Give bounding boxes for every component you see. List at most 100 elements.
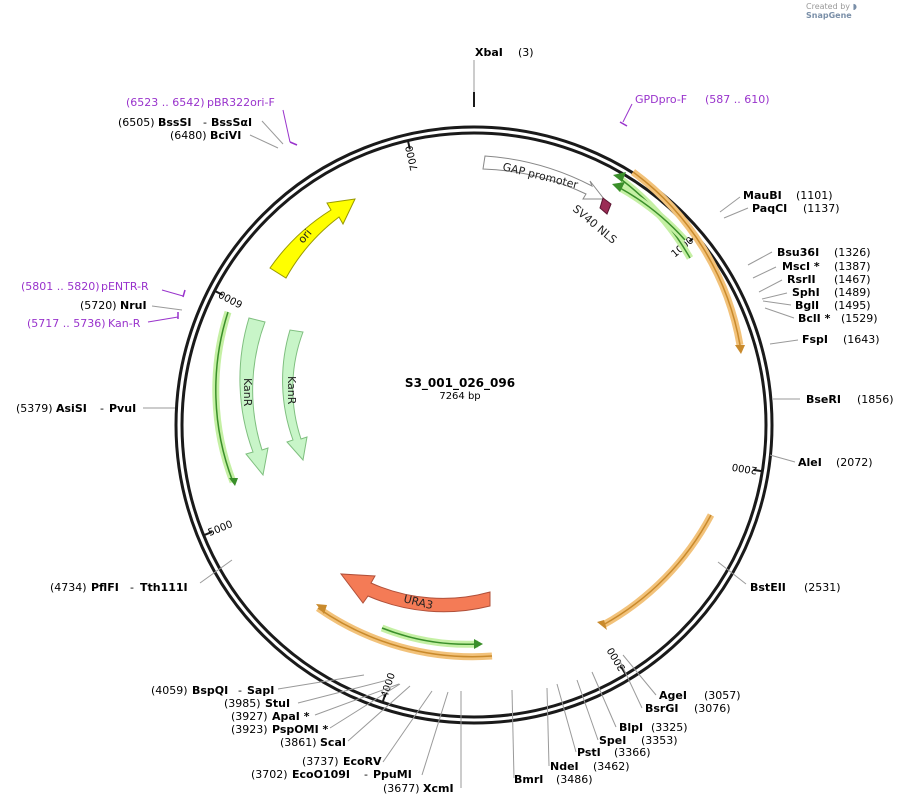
- tick-label: 5000: [207, 519, 235, 539]
- site-alei-pos: (2072): [836, 456, 873, 469]
- site-bspqi-name: BspQI: [192, 684, 228, 697]
- site-paqci-pos: (1137): [803, 202, 840, 215]
- credit-brand: SnapGene: [806, 11, 852, 20]
- orf-arrow-right-top-head: [735, 345, 745, 354]
- site-bgli-name: BglI: [795, 299, 819, 312]
- site-agei-name: AgeI: [659, 689, 687, 702]
- site-apai-name: ApaI *: [272, 710, 310, 723]
- site-xcmi-name: XcmI: [423, 782, 454, 795]
- tick-label: 3000: [606, 645, 629, 672]
- site-bsssi-dash: -: [203, 116, 207, 129]
- restriction-sites: XbaI (3) (6505) BssSI - BssSαI (6480) Bc…: [16, 46, 894, 795]
- site-agei-pos: (3057): [704, 689, 741, 702]
- tick-label: 7000: [404, 144, 420, 171]
- site-psti-name: PstI: [577, 746, 601, 759]
- primer-pbr322ori-f-name: pBR322ori-F: [207, 96, 275, 109]
- site-maubi-name: MauBI: [743, 189, 782, 202]
- site-msci-pos: (1387): [834, 260, 871, 273]
- primer-kan-r-name: Kan-R: [108, 317, 141, 330]
- feature-label-kanr-2: KanR: [285, 376, 298, 405]
- site-maubi-pos: (1101): [796, 189, 833, 202]
- site-ndei-pos: (3462): [593, 760, 630, 773]
- primer-pbr322ori-f-leader: [282, 109, 291, 143]
- orf-arrow-right-bottom: [601, 513, 715, 629]
- site-bsssi-name2: BssSαI: [211, 116, 252, 129]
- site-bcli-pos: (1529): [841, 312, 878, 325]
- site-bmri-name: BmrI: [514, 773, 543, 786]
- site-bsu36i-name: Bsu36I: [777, 246, 819, 259]
- orf-arrow-bottom-core: [317, 607, 493, 658]
- feature-kanr-2: [282, 329, 308, 462]
- site-asisi-name: AsiSI: [56, 402, 87, 415]
- site-rsrii-name: RsrII: [787, 273, 816, 286]
- primer-pentr-r-mark: [182, 289, 186, 298]
- primer-pentr-r-name: pENTR-R: [101, 280, 149, 293]
- tick-label: 2000: [731, 460, 758, 475]
- site-blpi-name: BlpI: [619, 721, 643, 734]
- credit-prefix: Created by: [806, 2, 851, 11]
- site-apai-pos: (3927): [231, 710, 268, 723]
- green-orf-right-2-head: [612, 182, 625, 192]
- site-bsu36i-pos: (1326): [834, 246, 871, 259]
- primer-gpdpro-f-name: GPDpro-F: [635, 93, 687, 106]
- site-fspi-pos: (1643): [843, 333, 880, 346]
- site-psti-pos: (3366): [614, 746, 651, 759]
- primer-gpdpro-f-range: (587 .. 610): [705, 93, 770, 106]
- site-xbai-pos: (3): [518, 46, 534, 59]
- site-bsteii-pos: (2531): [804, 581, 841, 594]
- site-nrui-pos: (5720): [80, 299, 117, 312]
- site-sphi-pos: (1489): [834, 286, 871, 299]
- site-sphi-name: SphI: [792, 286, 820, 299]
- site-xbai-name: XbaI: [475, 46, 503, 59]
- backbone-outer: [174, 125, 774, 725]
- site-pspomi-pos: (3923): [231, 723, 268, 736]
- primer-kan-r-leader: [147, 316, 179, 323]
- site-bsrgi-pos: (3076): [694, 702, 731, 715]
- primer-gpdpro-f-mark: [619, 121, 628, 127]
- tick-mark: [381, 693, 387, 703]
- plasmid-length: 7264 bp: [439, 391, 481, 402]
- site-asisi-pos: (5379): [16, 402, 53, 415]
- tick-label: 6000: [217, 288, 245, 309]
- site-msci-name: MscI *: [782, 260, 820, 273]
- site-pflfi-pos: (4734): [50, 581, 87, 594]
- site-rsrii-pos: (1467): [834, 273, 871, 286]
- site-leaders: [143, 60, 800, 788]
- primer-gpdpro-f-leader: [622, 103, 633, 123]
- site-bsrgi-name: BsrGI: [645, 702, 678, 715]
- site-bsssi-pos: (6505): [118, 116, 155, 129]
- green-orf-right-1-head: [613, 172, 626, 182]
- site-spei-pos: (3353): [641, 734, 678, 747]
- snapgene-logo-icon: ◗: [852, 2, 857, 11]
- feature-label-kanr-1: KanR: [241, 378, 254, 407]
- site-bgli-pos: (1495): [834, 299, 871, 312]
- site-ecorv-pos: (3737): [302, 755, 339, 768]
- feature-ori: [269, 198, 356, 279]
- tick-mark: [406, 140, 411, 150]
- orf-arrows: [212, 169, 745, 661]
- tick-mark: [620, 666, 627, 675]
- site-pflfi-dash: -: [130, 581, 134, 594]
- site-bcivi-name: BciVI: [210, 129, 241, 142]
- site-fspi-name: FspI: [802, 333, 828, 346]
- site-bseri-name: BseRI: [806, 393, 841, 406]
- site-bspqi-dash: -: [238, 684, 242, 697]
- site-ndei-name: NdeI: [550, 760, 579, 773]
- site-xcmi-pos: (3677): [383, 782, 420, 795]
- primer-pbr322ori-f-mark: [289, 141, 298, 146]
- primer-pentr-r-range: (5801 .. 5820): [21, 280, 100, 293]
- feature-kanr-1: [239, 317, 269, 477]
- primers: (6523 .. 6542) pBR322ori-F GPDpro-F (587…: [21, 93, 770, 330]
- primer-pentr-r-leader: [161, 289, 184, 297]
- snapgene-credit: Created by ◗ SnapGene: [806, 2, 905, 20]
- site-bspqi-pos: (4059): [151, 684, 188, 697]
- site-blpi-pos: (3325): [651, 721, 688, 734]
- site-bsteii-name: BstEII: [750, 581, 786, 594]
- site-bcli-name: BclI *: [798, 312, 831, 325]
- tick-mark: [203, 531, 213, 537]
- orf-arrow-right-top-core: [632, 171, 741, 346]
- site-ecoo109i-pos: (3702): [251, 768, 288, 781]
- green-orf-left-core: [215, 311, 234, 483]
- site-pflfi-name2: Tth111I: [140, 581, 188, 594]
